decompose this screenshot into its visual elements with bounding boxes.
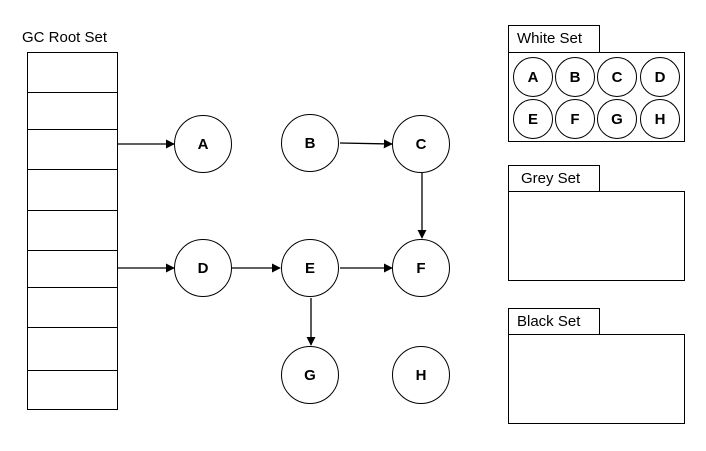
- root-slot: [28, 93, 117, 130]
- white-set-member: C: [597, 57, 637, 97]
- gc-root-set-label: GC Root Set: [22, 29, 108, 46]
- root-slot: [28, 130, 117, 170]
- white-set-member: E: [513, 99, 553, 139]
- node-e: E: [281, 239, 339, 297]
- node-c: C: [392, 115, 450, 173]
- node-d: D: [174, 239, 232, 297]
- white-set-member: A: [513, 57, 553, 97]
- white-set-member: H: [640, 99, 680, 139]
- black-set-box: [508, 334, 685, 424]
- node-g: G: [281, 346, 339, 404]
- root-slot: [28, 328, 117, 371]
- grey-set-tab: Grey Set: [508, 165, 600, 192]
- root-slot: [28, 211, 117, 251]
- root-slot: [28, 251, 117, 288]
- root-slot: [28, 288, 117, 328]
- white-set-box: A B C D E F G H: [508, 52, 685, 142]
- node-f: F: [392, 239, 450, 297]
- black-set-tab: Black Set: [508, 308, 600, 335]
- root-slot: [28, 170, 117, 211]
- grey-set-box: [508, 191, 685, 281]
- white-set-member: D: [640, 57, 680, 97]
- node-h: H: [392, 346, 450, 404]
- white-set-tab: White Set: [508, 25, 600, 52]
- white-set-member: F: [555, 99, 595, 139]
- edge-b-to-c: [339, 139, 393, 149]
- gc-root-stack: [27, 52, 118, 410]
- node-b: B: [281, 114, 339, 172]
- node-a: A: [174, 115, 232, 173]
- white-set-member: B: [555, 57, 595, 97]
- white-set-member: G: [597, 99, 637, 139]
- root-slot: [28, 53, 117, 93]
